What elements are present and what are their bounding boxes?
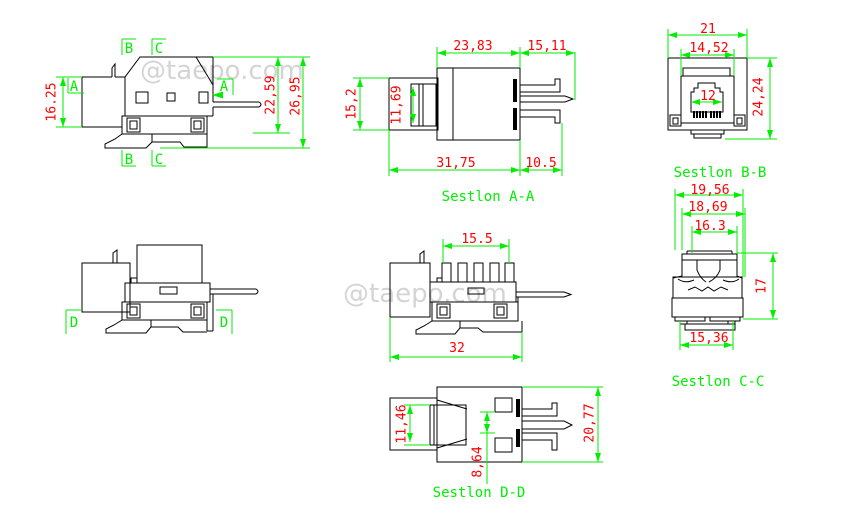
dimension-annotations: 21 14,52 12 24,24 Sestlon B-B: [667, 22, 777, 181]
dim-opening-height: 11,46: [395, 404, 410, 443]
dimension-annotations: B C A A B C 16.25 22,59 26,95: [45, 38, 310, 168]
dim-pin-extent: 10.5: [525, 156, 556, 171]
dim-plug-height: 15,2: [345, 88, 360, 119]
dim-overall-width: 32: [449, 341, 465, 356]
section-title-cc: Sestlon C-C: [672, 374, 765, 390]
dim-inner-width: 14,52: [689, 41, 728, 56]
part-outline: [667, 57, 748, 139]
part-outline: [81, 56, 262, 149]
section-marker-b-top: B: [125, 41, 133, 57]
dim-width-mid: 18,69: [688, 200, 727, 215]
section-marker-d-left: D: [70, 315, 78, 331]
section-title-aa: Sestlon A-A: [442, 189, 535, 205]
view-side-top: B C A A B C 16.25 22,59 26,95: [45, 38, 310, 168]
section-marker-a-right: A: [220, 79, 229, 95]
dim-pin-height: 22,59: [264, 75, 279, 114]
dimension-annotations: 19,56 18,69 16.3 17 15,36 Sestlon C-C: [672, 183, 778, 390]
view-section-aa: 23,83 15,11 15,2 11,69 31,75 10.5 Sestlo…: [345, 39, 576, 205]
watermarks: @taepo.com @taepo.com: [140, 56, 507, 309]
view-section-dd: 11,46 8,64 20,77 Sestlon D-D: [389, 386, 603, 501]
dimension-annotations: D D: [65, 309, 233, 334]
dim-pin-length: 15,11: [527, 39, 566, 54]
dim-opening-width: 12: [700, 89, 716, 104]
section-marker-c-bottom: C: [155, 152, 163, 168]
view-section-cc: 19,56 18,69 16.3 17 15,36 Sestlon C-C: [671, 183, 778, 390]
dim-height: 24,24: [752, 77, 767, 116]
part-outline: [81, 244, 259, 334]
dim-body-width: 23,83: [453, 39, 492, 54]
part-outline: [389, 386, 574, 463]
section-title-bb: Sestlon B-B: [674, 165, 767, 181]
dim-total-height: 20,77: [583, 403, 598, 442]
dim-opening-height: 11,69: [390, 85, 405, 124]
dim-idc-width: 15.5: [461, 232, 492, 247]
dim-total-height: 26,95: [289, 76, 304, 115]
view-section-bb: 21 14,52 12 24,24 Sestlon B-B: [667, 22, 777, 181]
section-marker-d-right: D: [220, 315, 228, 331]
view-side-mid: 15.5 32: [389, 232, 573, 362]
dim-height: 17: [755, 278, 770, 294]
part-outline: [671, 250, 744, 331]
dim-width-outer: 19,56: [690, 183, 729, 198]
section-marker-a-left: A: [70, 79, 79, 95]
dim-base-width: 15,36: [689, 331, 728, 346]
section-marker-c-top: C: [155, 41, 163, 57]
dim-outer-width: 21: [700, 22, 716, 37]
part-outline: [389, 250, 573, 335]
view-side-d: D D: [65, 244, 259, 334]
dim-overall-width: 31,75: [436, 156, 475, 171]
part-outline: [388, 67, 575, 141]
dim-front-height: 16.25: [45, 82, 60, 121]
section-arrow: [212, 91, 223, 99]
dim-pin-pitch: 8,64: [471, 446, 486, 477]
dimension-annotations: 15.5 32: [389, 232, 523, 362]
dimension-annotations: 11,46 8,64 20,77 Sestlon D-D: [395, 386, 603, 501]
section-title-dd: Sestlon D-D: [433, 485, 526, 501]
section-marker-b-bottom: B: [125, 152, 133, 168]
dimension-annotations: 23,83 15,11 15,2 11,69 31,75 10.5 Sestlo…: [345, 39, 576, 205]
dim-width-inner: 16.3: [694, 219, 725, 234]
